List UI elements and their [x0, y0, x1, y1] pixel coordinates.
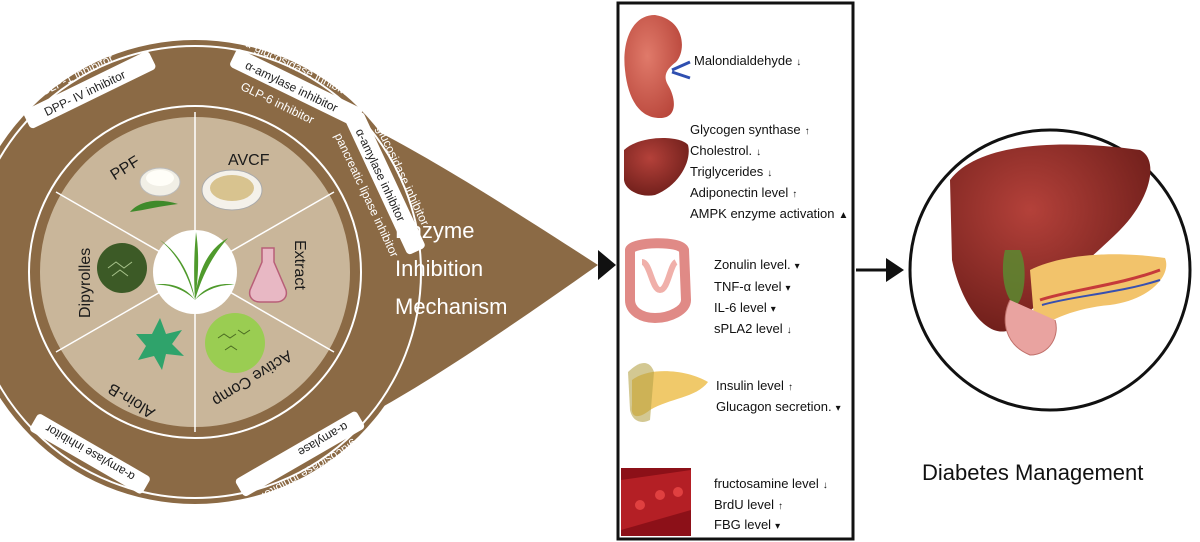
mechanism-label-line-2: Inhibition [395, 256, 483, 281]
liver-effect-1: Glycogen synthase↑ [690, 122, 810, 137]
liver-effect-4: Adiponectin level↑ [690, 185, 797, 200]
intestine-effect-2: TNF-α level▾ [714, 279, 791, 294]
blood-effect-3-label: FBG level [714, 517, 772, 532]
pancreas-effect-2-label: Glucagon secretion. [716, 399, 832, 414]
pancreas-small-icon [628, 363, 708, 422]
kidney-effect-1-arrow: ↓ [796, 57, 802, 68]
avcf-icon [201, 169, 263, 211]
intestine-effect-3: IL-6 level▾ [714, 300, 776, 315]
blood-effect-2: BrdU level↑ [714, 497, 783, 512]
liver-effect-5: AMPK enzyme activation▲ [690, 206, 848, 221]
ppf-icon [130, 167, 181, 212]
liver-effect-2-label: Cholestrol. [690, 143, 753, 158]
intestine-effect-1-label: Zonulin level. [714, 257, 791, 272]
liver-effect-1-arrow: ↑ [804, 126, 810, 137]
aloe-plant-icon [155, 232, 235, 300]
kidney-effect-1-label: Malondialdehyde [694, 53, 793, 68]
segment-label-dipyrolles: Dipyrolles [77, 248, 94, 318]
intestine-effect-2-arrow: ▾ [785, 283, 791, 294]
pancreas-effect-1-arrow: ↑ [787, 382, 793, 393]
pancreas-effect-2-arrow: ▾ [835, 403, 841, 414]
blood-effect-2-arrow: ↑ [777, 501, 783, 512]
kidney-icon [624, 15, 691, 118]
blood-effect-3-arrow: ▾ [775, 521, 781, 532]
blood-vessel-icon [621, 468, 691, 536]
intestine-effect-3-arrow: ▾ [770, 304, 776, 315]
pancreas-effect-1: Insulin level↑ [716, 378, 793, 393]
liver-effect-2-arrow: ↓ [756, 147, 762, 158]
blood-effect-2-label: BrdU level [714, 497, 774, 512]
liver-effect-5-arrow: ▲ [838, 210, 849, 221]
blood-effect-1-arrow: ↓ [822, 480, 828, 491]
intestine-effect-2-label: TNF-α level [714, 279, 782, 294]
kidney-effect-1: Malondialdehyde↓ [694, 53, 801, 68]
blood-effect-3: FBG level▾ [714, 517, 780, 532]
intestine-effect-4-arrow: ↓ [786, 325, 792, 336]
arrow-to-panel [598, 250, 616, 280]
intestine-icon [625, 238, 691, 323]
liver-effect-5-label: AMPK enzyme activation [690, 206, 835, 221]
blood-effect-1: fructosamine level↓ [714, 476, 828, 491]
mechanism-label-line-1: Enzyme [395, 218, 474, 243]
liver-effect-3-label: Triglycerides [690, 164, 764, 179]
liver-effect-2: Cholestrol.↓ [690, 143, 761, 158]
result-title: Diabetes Management [922, 460, 1144, 485]
liver-effect-3: Triglycerides↓ [690, 164, 772, 179]
intestine-effect-1: Zonulin level.▾ [714, 257, 800, 272]
liver-pancreas-illustration-icon [950, 144, 1167, 356]
segment-label-avcf: AVCF [228, 152, 270, 169]
pancreas-effect-2: Glucagon secretion.▾ [716, 399, 841, 414]
dipyrolles-icon [97, 243, 147, 293]
blood-effect-1-label: fructosamine level [714, 476, 819, 491]
liver-effect-3-arrow: ↓ [767, 168, 773, 179]
liver-effect-4-arrow: ↑ [792, 189, 798, 200]
mechanism-label-line-3: Mechanism [395, 294, 507, 319]
pancreas-effect-1-label: Insulin level [716, 378, 784, 393]
liver-small-icon [624, 138, 689, 196]
intestine-effect-4-label: sPLA2 level [714, 321, 783, 336]
aloin-b-star-icon [136, 318, 184, 370]
intestine-effect-1-arrow: ▾ [794, 261, 800, 272]
liver-effect-4-label: Adiponectin level [690, 185, 789, 200]
liver-effect-1-label: Glycogen synthase [690, 122, 801, 137]
active-comp-icon [205, 313, 265, 373]
ring-label-boxes [23, 49, 425, 497]
segment-label-extract: Extract [291, 240, 308, 290]
intestine-effect-4: sPLA2 level↓ [714, 321, 792, 336]
intestine-effect-3-label: IL-6 level [714, 300, 767, 315]
flask-icon [248, 247, 288, 303]
arrow-to-result-head [886, 258, 904, 282]
